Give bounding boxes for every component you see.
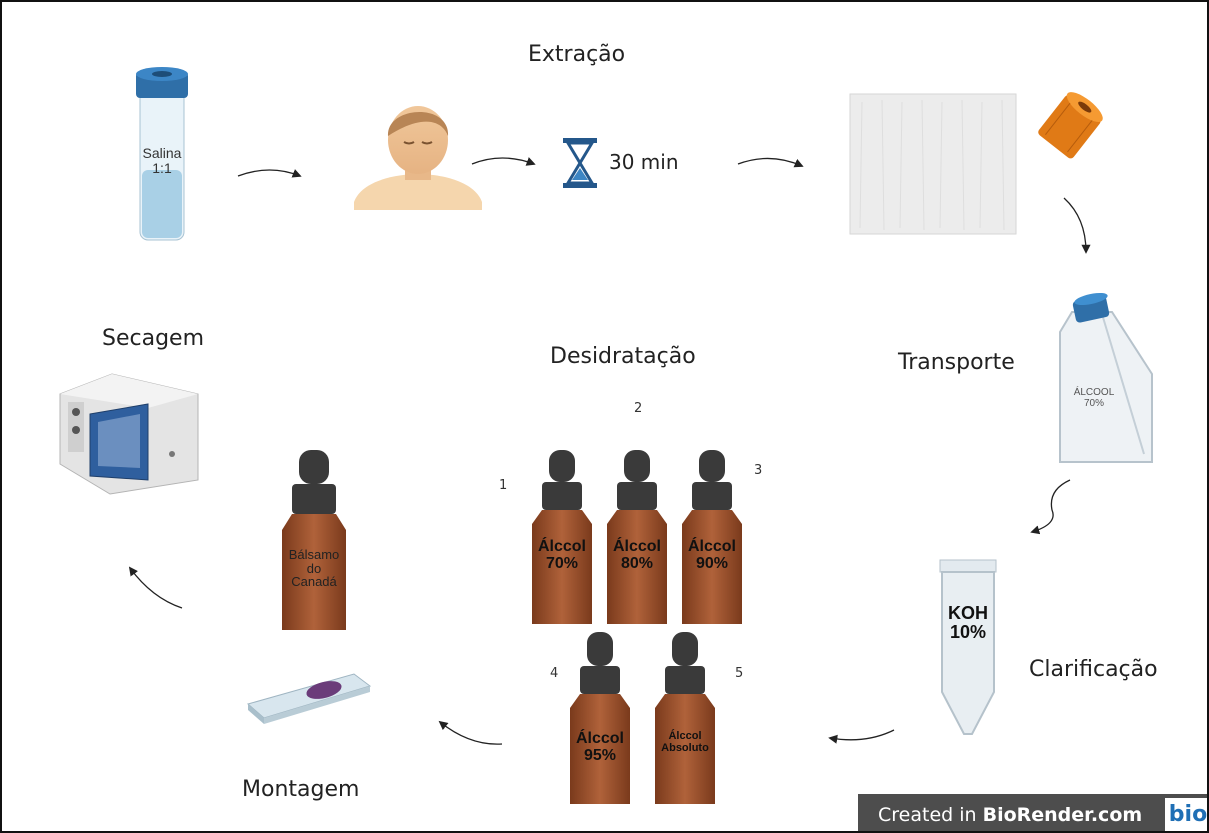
biorender-logo-icon: bio (1165, 798, 1207, 831)
gauze-sheet-icon (849, 93, 1017, 235)
bottle-5-icon (655, 632, 715, 804)
bottles-group (532, 450, 742, 804)
tape-roll-icon (1038, 92, 1103, 159)
bottle-4-label: Álccol 95% (575, 730, 624, 764)
stage-montagem: Montagem (242, 777, 360, 802)
bottle-1-icon (532, 450, 592, 624)
microscope-slide-icon (246, 673, 372, 724)
watermark-text: Created in BioRender.com (878, 804, 1142, 826)
balsamo-bottle-icon (282, 450, 346, 630)
stage-secagem: Secagem (102, 326, 205, 351)
stage-extracao: Extração (528, 42, 626, 67)
saline-vial-icon (136, 67, 188, 241)
bottle-1-number: 1 (499, 478, 508, 493)
flask-label: ÁLCOOL 70% (1073, 387, 1115, 409)
koh-tube-icon (939, 559, 997, 735)
drying-oven-icon (59, 373, 199, 495)
bottle-4-number: 4 (550, 666, 559, 681)
stage-transporte: Transporte (898, 350, 1015, 375)
person-icon (354, 106, 482, 210)
bottle-4-icon (570, 632, 630, 804)
bottle-5-number: 5 (735, 666, 744, 681)
bottle-1-label: Álccol 70% (537, 538, 586, 572)
bottle-3-icon (682, 450, 742, 624)
balsamo-label: Bálsamo do Canadá (288, 547, 340, 590)
flow-arrows (128, 157, 1091, 745)
bottle-2-label: Álccol 80% (612, 538, 661, 572)
bottle-2-icon (607, 450, 667, 624)
bottle-3-number: 3 (754, 463, 763, 478)
watermark-prefix: Created in (878, 804, 983, 826)
hourglass-icon (563, 138, 597, 188)
stage-clarificacao: Clarificação (1029, 657, 1158, 682)
bottle-3-label: Álccol 90% (687, 538, 736, 572)
tube-label: KOH 10% (948, 603, 988, 642)
timer-label: 30 min (609, 150, 679, 174)
biorender-watermark[interactable]: Created in BioRender.com bio (858, 794, 1207, 831)
watermark-brand: BioRender.com (982, 804, 1143, 826)
culture-flask-icon (1059, 292, 1153, 463)
stage-desidratacao: Desidratação (550, 344, 696, 369)
bottle-2-number: 2 (634, 401, 643, 416)
bottle-5-label: Álccol Absoluto (661, 730, 709, 754)
vial-label: Salina 1:1 (142, 145, 182, 176)
